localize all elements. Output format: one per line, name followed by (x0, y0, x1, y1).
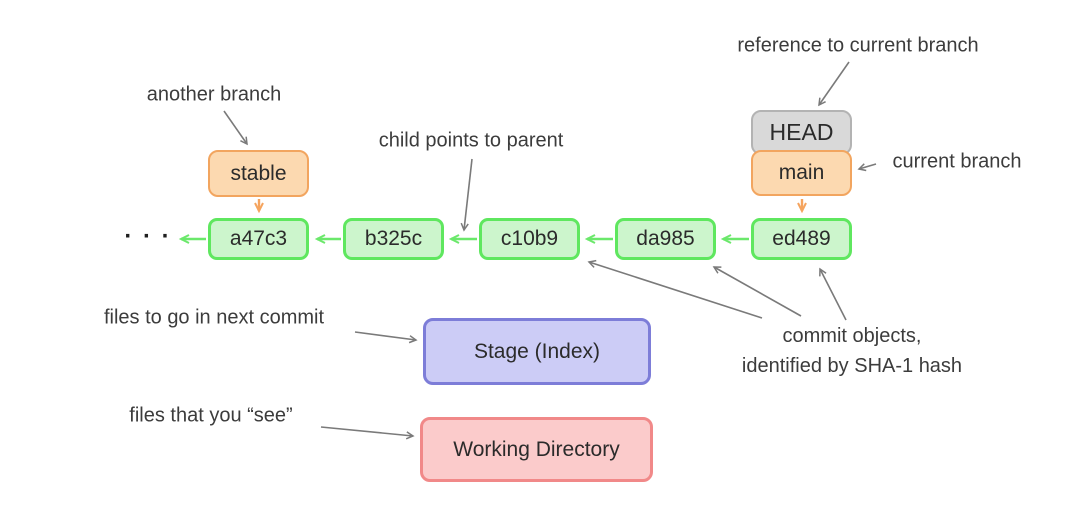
reference-to-current-branch-label: reference to current branch (737, 34, 979, 57)
commit-box-a47c3: a47c3 (208, 218, 309, 260)
stage-index-box: Stage (Index) (423, 318, 651, 385)
stable-branch-box: stable (208, 150, 309, 197)
commit-objects-label: commit objects, identified by SHA-1 hash (742, 321, 962, 381)
files-next-commit-label: files to go in next commit (103, 306, 325, 329)
commit-objects-label-line2: identified by SHA-1 hash (741, 355, 963, 377)
main-branch-box: main (751, 150, 852, 196)
working-directory-box: Working Directory (420, 417, 653, 482)
child-points-to-parent-label: child points to parent (378, 129, 564, 152)
commit-box-da985: da985 (615, 218, 716, 260)
arrow-reference-to-head (818, 61, 850, 107)
current-branch-label: current branch (892, 150, 1022, 173)
arrow-objects-to-ed489 (819, 267, 847, 321)
arrow-files-next-to-stage (354, 331, 418, 344)
head-box: HEAD (751, 110, 852, 155)
arrow-objects-to-c10b9 (587, 259, 763, 319)
arrow-another-branch-to-stable (223, 110, 248, 146)
commit-box-b325c: b325c (343, 218, 444, 260)
arrow-files-see-to-working (320, 426, 415, 440)
arrow-current-branch-to-main (857, 163, 877, 172)
history-ellipsis: · · · (124, 223, 172, 250)
arrow-objects-to-da985 (712, 266, 802, 317)
commit-objects-label-line1: commit objects, (782, 325, 922, 347)
another-branch-label: another branch (146, 83, 282, 106)
commit-box-c10b9: c10b9 (479, 218, 580, 260)
arrow-child-points-to-parent (460, 158, 473, 232)
files-you-see-label: files that you “see” (129, 404, 293, 427)
commit-box-ed489: ed489 (751, 218, 852, 260)
